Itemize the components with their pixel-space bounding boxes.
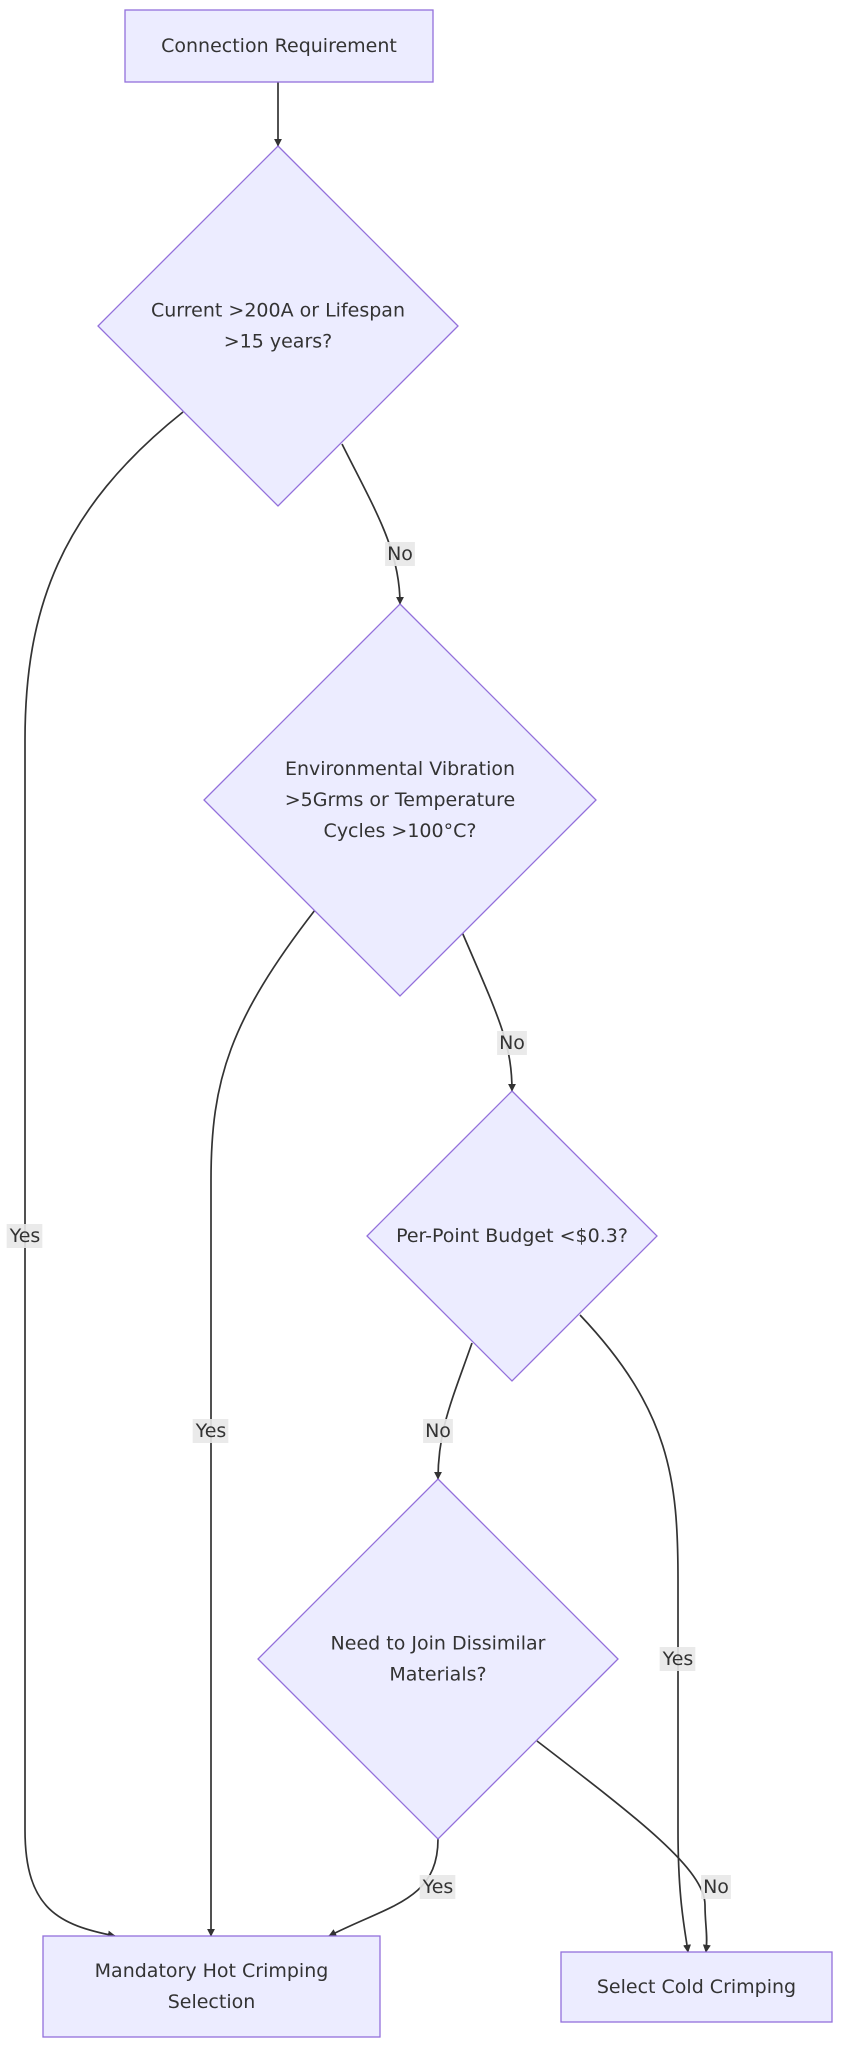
node-start[interactable]: Connection Requirement [124, 9, 434, 83]
node-text-line: Materials? [389, 1664, 486, 1686]
edge-q3-q4 [434, 1342, 473, 1480]
node-q1[interactable]: Current >200A or Lifespan >15 years? [97, 145, 459, 507]
edge-label-background [659, 1647, 696, 1671]
edge-label-q2-q3: No [497, 1031, 527, 1055]
decision-diamond [203, 603, 597, 997]
node-text-line: Current >200A or Lifespan [151, 300, 405, 322]
edge-q4-cold [536, 1740, 711, 1953]
node-cold[interactable]: Select Cold Crimping [560, 1951, 833, 2023]
edge-label-q4-cold: No [701, 1875, 731, 1899]
edge-label-text: No [703, 1876, 729, 1898]
process-box [560, 1951, 833, 2023]
edge-label-text: No [387, 543, 413, 565]
edge-label-q1-q2: No [385, 542, 415, 566]
process-box [124, 9, 434, 83]
edge-q4-hot [328, 1838, 439, 1937]
edge-label-text: No [499, 1032, 525, 1054]
node-q3[interactable]: Per-Point Budget <$0.3? [366, 1090, 658, 1382]
edge-label-text: No [425, 1420, 451, 1442]
edge-q1-q2 [341, 443, 404, 605]
edge-q2-q3 [461, 931, 516, 1092]
edges-layer [24, 82, 711, 1953]
edge-label-q3-q4: No [423, 1419, 453, 1443]
edge-label-q4-hot: Yes [419, 1875, 456, 1899]
edge-label-background [385, 542, 415, 566]
edge-label-background [419, 1875, 456, 1899]
node-text-line: Mandatory Hot Crimping [95, 1960, 329, 1982]
edge-label-background [497, 1031, 527, 1055]
node-text-line: >15 years? [224, 331, 333, 353]
edge-label-background [192, 1419, 229, 1443]
edge-q2-hot [207, 909, 316, 1937]
edge-label-q1-hot: Yes [6, 1224, 43, 1248]
decision-diamond [257, 1478, 619, 1840]
node-text-line: >5Grms or Temperature [285, 789, 516, 811]
edge-label-q3-cold: Yes [659, 1647, 696, 1671]
edge-q3-cold [579, 1314, 691, 1953]
edge-label-background [423, 1419, 453, 1443]
process-box [42, 1935, 381, 2038]
node-text-line: Environmental Vibration [285, 758, 515, 780]
node-text-line: Per-Point Budget <$0.3? [396, 1225, 628, 1247]
node-text-line: Need to Join Dissimilar [331, 1633, 546, 1655]
edge-label-text: Yes [662, 1648, 694, 1670]
edge-label-text: Yes [9, 1225, 41, 1247]
decision-diamond [366, 1090, 658, 1382]
edge-label-background [701, 1875, 731, 1899]
decision-diamond [97, 145, 459, 507]
edge-label-background [6, 1224, 43, 1248]
edge-label-text: Yes [422, 1876, 454, 1898]
node-q2[interactable]: Environmental Vibration >5Grms or Tempera… [203, 603, 597, 997]
node-text-line: Selection [168, 1991, 256, 2013]
edge-q1-hot [24, 411, 184, 1939]
edge-label-text: Yes [195, 1420, 227, 1442]
node-text-line: Connection Requirement [161, 35, 397, 57]
edge-label-q2-hot: Yes [192, 1419, 229, 1443]
node-text-line: Cycles >100°C? [324, 820, 477, 842]
node-text-line: Select Cold Crimping [597, 1976, 796, 1998]
